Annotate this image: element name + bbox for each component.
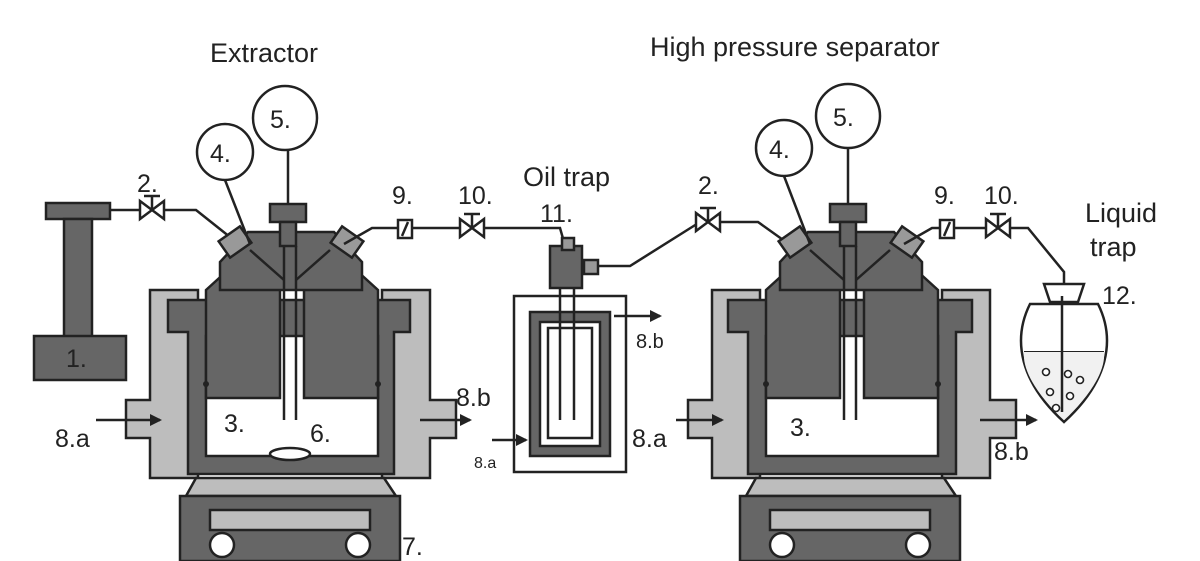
extractor-inlet-label: 8.a — [55, 425, 90, 453]
valve-10-left-icon — [458, 212, 486, 240]
valve-2-right-label: 2. — [698, 172, 719, 200]
separator-out-line — [903, 226, 940, 246]
to-oil-trap-line — [484, 226, 566, 243]
valve-2-left-icon — [138, 194, 166, 222]
gauge-4-right-label: 4. — [769, 136, 790, 164]
liquid-trap — [1019, 282, 1109, 424]
gauge-5-right-label: 5. — [833, 104, 854, 132]
co2-pump: 1. — [32, 201, 128, 382]
filter-9-right-label: 9. — [934, 182, 955, 210]
separator-outlet-label: 8.b — [994, 438, 1029, 466]
oil-trap-inlet-label: 8.a — [474, 455, 496, 472]
extractor-outlet-label: 8.b — [456, 384, 491, 412]
oil-trap-title: Oil trap — [523, 162, 610, 192]
liquid-trap-title-2: trap — [1090, 232, 1137, 262]
gauge-5-left-label: 5. — [270, 106, 291, 134]
pump-label: 1. — [66, 345, 87, 373]
oil-trap-outlet-label: 8.b — [636, 331, 664, 353]
separator-inlet-label: 8.a — [632, 425, 667, 453]
extractor-vessel — [124, 202, 458, 561]
valve-10-right-icon — [984, 212, 1012, 240]
separator-title: High pressure separator — [650, 32, 940, 62]
gauge-4-left-label: 4. — [210, 140, 231, 168]
basket-label: 6. — [310, 420, 331, 448]
feed-line — [164, 208, 241, 246]
oil-trap-label: 11. — [540, 200, 573, 228]
extractor-out-line — [343, 226, 398, 246]
separator-vessel — [686, 202, 1018, 561]
filter-9-left-label: 9. — [392, 182, 413, 210]
liquid-trap-label: 12. — [1102, 282, 1137, 310]
extractor-title: Extractor — [210, 38, 318, 68]
stand-label: 7. — [402, 533, 423, 561]
valve-2-right-icon — [694, 206, 722, 234]
valve-10-left-label: 10. — [458, 182, 493, 210]
gauge-5-left-icon — [251, 84, 319, 152]
separator-vessel-label: 3. — [790, 414, 811, 442]
valve-2-left-label: 2. — [137, 170, 158, 198]
oil-trap — [512, 220, 701, 474]
liquid-trap-title-1: Liquid — [1085, 198, 1157, 228]
extractor-vessel-label: 3. — [224, 410, 245, 438]
valve-10-right-label: 10. — [984, 182, 1019, 210]
